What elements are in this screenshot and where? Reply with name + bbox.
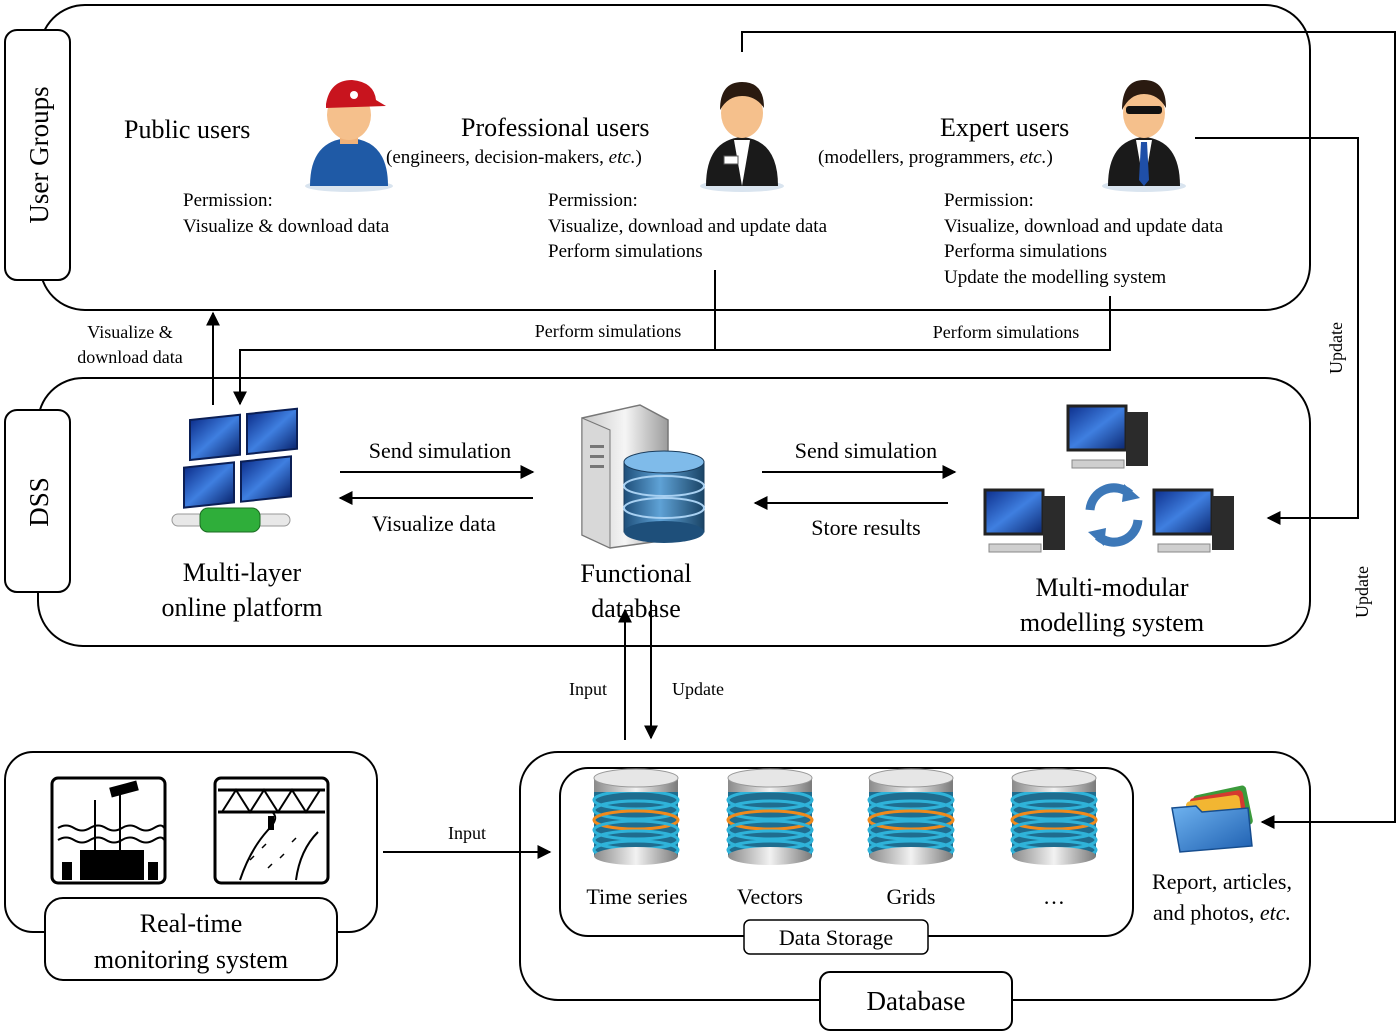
input-realtime-label: Input	[448, 823, 486, 843]
storage-item-more: …	[1043, 884, 1065, 909]
modelling-system-icon	[983, 404, 1234, 553]
professional-users-subtitle: (engineers, decision-makers, etc.)	[386, 147, 642, 168]
expert-permission-line-2: Performa simulations	[944, 241, 1107, 262]
visualize-data-label: Visualize data	[372, 511, 496, 536]
perform-simulations-label-2: Perform simulations	[933, 322, 1080, 342]
perform-simulations-expert-line	[715, 296, 1111, 351]
visualize-download-label-2: download data	[77, 347, 182, 367]
functional-database-icon	[581, 404, 705, 549]
database-label: Database	[867, 986, 966, 1016]
storage-cylinder-more	[1010, 768, 1098, 865]
modelling-label-line-1: Multi-modular	[1035, 573, 1188, 602]
expert-permission-title: Permission:	[944, 190, 1034, 211]
reports-folder-icon	[1171, 785, 1253, 853]
professional-permission-title: Permission:	[548, 190, 638, 211]
input-db-label: Input	[569, 679, 607, 699]
realtime-label-line-2: monitoring system	[94, 945, 288, 974]
computer-icon-right	[1152, 488, 1234, 553]
data-storage-tab	[743, 919, 929, 955]
professional-user-icon	[700, 82, 784, 192]
professional-users-title: Professional users	[461, 113, 649, 142]
computer-icon-top	[1066, 404, 1148, 469]
expert-users-subtitle: (modellers, programmers, etc.)	[818, 147, 1053, 168]
update-reports-label: Update	[1352, 566, 1372, 618]
storage-item-time-series: Time series	[586, 884, 687, 909]
public-permission-line: Visualize & download data	[183, 216, 390, 237]
dss-tab	[4, 409, 71, 593]
public-user-icon	[305, 80, 393, 192]
send-simulation-right-label: Send simulation	[795, 438, 937, 463]
storage-item-grids: Grids	[887, 884, 936, 909]
perform-simulations-label-1: Perform simulations	[535, 321, 682, 341]
store-results-label: Store results	[811, 515, 920, 540]
storage-cylinders	[592, 768, 1098, 865]
realtime-label-box	[44, 897, 338, 981]
online-platform-icon	[171, 407, 298, 533]
computer-icon-left	[983, 488, 1065, 553]
platform-label-line-1: Multi-layer	[183, 558, 302, 587]
functional-db-label-line-1: Functional	[580, 559, 691, 588]
storage-cylinder-grids	[867, 768, 955, 865]
data-storage-label: Data Storage	[779, 925, 893, 950]
storage-cylinder-time-series	[592, 768, 680, 865]
storage-item-vectors: Vectors	[737, 884, 803, 909]
modelling-label-line-2: modelling system	[1020, 608, 1204, 637]
update-modelling-label: Update	[1326, 322, 1346, 374]
expert-permission-line-1: Visualize, download and update data	[944, 216, 1224, 237]
realtime-monitoring-panel: Real-time monitoring system	[4, 751, 378, 981]
user-groups-tab	[4, 29, 71, 281]
public-permission-title: Permission:	[183, 190, 273, 211]
user-groups-label: User Groups	[24, 86, 54, 223]
update-reports-arrow	[741, 31, 1396, 829]
connectors: Visualize & download data Perform simula…	[77, 31, 1396, 859]
reports-label-line-1: Report, articles,	[1152, 869, 1292, 894]
platform-label-line-2: online platform	[161, 593, 322, 622]
expert-permission-line-3: Update the modelling system	[944, 267, 1166, 288]
update-db-label: Update	[672, 679, 724, 699]
dss-panel: DSS Multi-layer online platform	[4, 377, 1311, 647]
water-station-icon	[50, 776, 167, 885]
functional-db-label-line-2: database	[591, 594, 681, 623]
update-modelling-arrow	[1195, 137, 1359, 525]
user-groups-panel: User Groups Public users Permission: Vis…	[4, 4, 1311, 311]
dss-label: DSS	[24, 477, 54, 527]
public-users-title: Public users	[124, 115, 250, 144]
expert-user-icon	[1102, 80, 1186, 192]
professional-permission-line-1: Visualize, download and update data	[548, 216, 828, 237]
visualize-download-label-1: Visualize &	[87, 322, 172, 342]
bridge-river-icon	[213, 776, 330, 885]
reports-label-line-2: and photos, etc.	[1153, 900, 1291, 925]
professional-permission-line-2: Perform simulations	[548, 241, 703, 262]
sync-cycle-icon	[1085, 483, 1143, 547]
database-panel: Data Storage Time series Vectors Grids ……	[519, 751, 1311, 1031]
database-tab	[819, 971, 1013, 1031]
perform-simulations-arrow	[233, 270, 716, 406]
send-simulation-left-label: Send simulation	[369, 438, 511, 463]
realtime-label-line-1: Real-time	[140, 909, 243, 938]
storage-cylinder-vectors	[726, 768, 814, 865]
expert-users-title: Expert users	[940, 113, 1069, 142]
